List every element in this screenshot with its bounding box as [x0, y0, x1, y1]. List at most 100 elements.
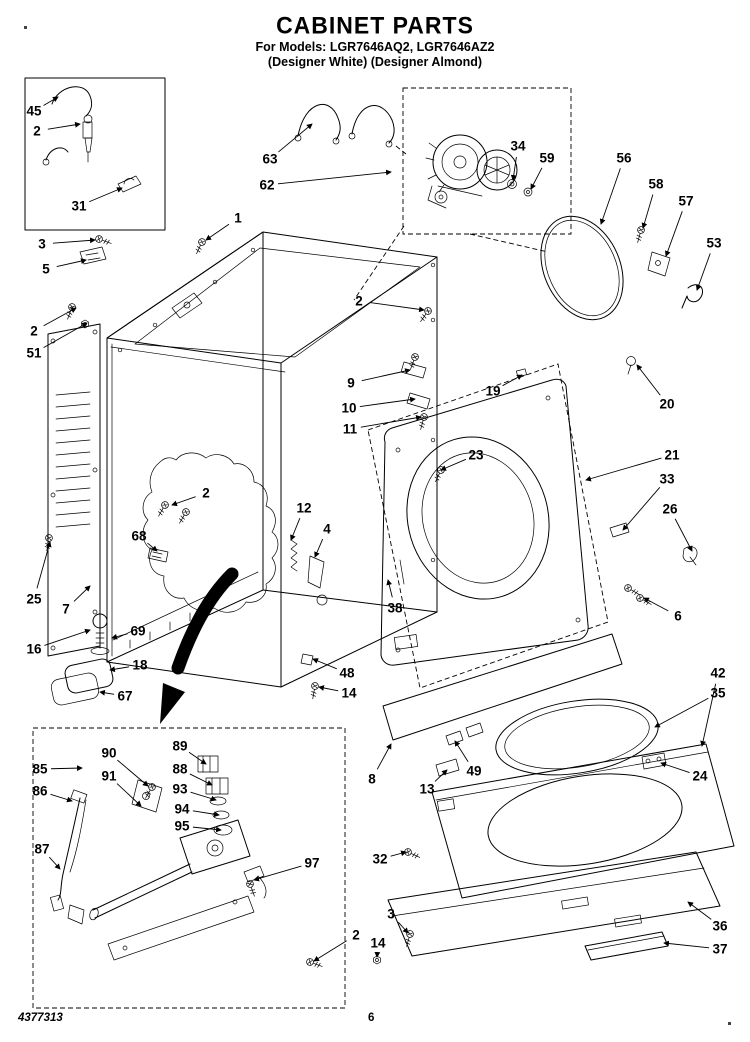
callout-label: 19 — [485, 384, 500, 399]
callout-leader — [585, 457, 662, 482]
callout-label: 86 — [32, 784, 48, 799]
document-number: 4377313 — [18, 1012, 63, 1024]
callout-leader — [73, 585, 91, 602]
callout-leader — [700, 683, 717, 747]
callout-label: 59 — [539, 151, 554, 166]
callout-label: 93 — [172, 782, 188, 797]
callout-leader — [190, 791, 217, 802]
callout-label: 38 — [387, 601, 403, 616]
cabinet-interior-parts — [142, 452, 328, 700]
callout-leader — [361, 368, 411, 382]
callout-label: 2 — [202, 486, 210, 501]
callout-label: 26 — [662, 502, 678, 517]
callout-leader — [88, 187, 123, 203]
callout-label: 87 — [34, 842, 49, 857]
callout-leader — [360, 414, 422, 428]
callout-label: 21 — [664, 448, 680, 463]
callout-leader — [664, 211, 683, 257]
lower-access-panel — [373, 633, 623, 965]
callout-leader — [116, 783, 142, 807]
callout-leader — [386, 579, 393, 598]
callout-label: 6 — [674, 609, 682, 624]
callout-label: 97 — [304, 856, 319, 871]
cabinet-wireframe — [106, 231, 438, 688]
callout-label: 18 — [132, 658, 148, 673]
callout-leader — [674, 518, 693, 552]
callout-leader — [510, 156, 517, 181]
callout-leader — [50, 793, 73, 803]
callout-leader — [171, 496, 196, 507]
callout-label: 8 — [368, 772, 376, 787]
drive-belt — [540, 215, 624, 321]
callout-label: 62 — [259, 178, 274, 193]
callout-leader — [44, 628, 91, 646]
upper-right-fasteners — [516, 225, 703, 378]
callout-label: 33 — [659, 472, 675, 487]
callout-label: 7 — [62, 602, 70, 617]
page-number: 6 — [368, 1012, 375, 1024]
callout-label: 5 — [42, 262, 50, 277]
print-mark — [728, 1022, 731, 1025]
callout-label: 2 — [30, 324, 38, 339]
callout-leader — [117, 759, 149, 787]
callout-leader — [52, 237, 96, 244]
callout-leader — [376, 743, 392, 770]
callout-leader — [654, 697, 709, 728]
callout-leader — [43, 96, 59, 106]
callout-label: 51 — [26, 346, 42, 361]
callout-leader — [695, 253, 711, 291]
callout-leader — [643, 597, 669, 612]
callout-leader — [43, 307, 77, 327]
callout-leader — [636, 364, 661, 396]
callout-leader — [359, 396, 416, 407]
callout-label: 32 — [372, 852, 387, 867]
callout-leader — [599, 168, 621, 225]
motor-assembly-inset — [353, 87, 572, 301]
callout-label: 42 — [710, 666, 725, 681]
callout-label: 45 — [26, 104, 42, 119]
callout-label: 31 — [71, 199, 87, 214]
callout-leader — [188, 751, 207, 765]
callout-label: 1 — [234, 211, 242, 226]
callout-label: 14 — [370, 936, 386, 951]
callout-label: 49 — [466, 764, 481, 779]
callout-leader — [660, 761, 690, 773]
callout-leader — [36, 541, 52, 589]
callout-label: 37 — [712, 942, 727, 957]
reference-arrow — [160, 567, 239, 724]
callout-leader — [369, 302, 425, 313]
callout-label: 16 — [26, 642, 42, 657]
callout-leader — [314, 538, 324, 558]
inlet-hose-inset — [24, 77, 166, 231]
callout-leader — [313, 940, 347, 962]
callout-label: 90 — [101, 746, 116, 761]
callout-label: 67 — [117, 689, 132, 704]
callout-label: 13 — [419, 782, 435, 797]
callout-leader — [56, 258, 87, 268]
callout-leader — [687, 901, 712, 920]
callout-label: 58 — [648, 177, 664, 192]
callout-label: 34 — [510, 139, 526, 154]
callout-label: 57 — [678, 194, 693, 209]
callout-label: 24 — [692, 769, 708, 784]
finish-line: (Designer White) (Designer Almond) — [267, 54, 483, 69]
callout-leader — [390, 850, 407, 857]
callout-label: 11 — [343, 422, 358, 437]
callout-label: 36 — [712, 919, 728, 934]
print-mark — [24, 26, 27, 29]
toe-panel — [387, 851, 721, 961]
callout-leader — [189, 773, 213, 786]
callout-label: 2 — [355, 294, 363, 309]
callout-leader — [99, 689, 115, 696]
callout-label: 2 — [352, 928, 360, 943]
side-panel — [43, 323, 101, 657]
callout-leader — [205, 223, 230, 241]
callout-label: 35 — [710, 686, 726, 701]
callout-label: 95 — [174, 819, 190, 834]
callout-label: 85 — [32, 762, 48, 777]
callout-label: 56 — [616, 151, 632, 166]
upper-left-fasteners — [64, 234, 207, 329]
callout-label: 20 — [659, 397, 674, 412]
callout-leader — [43, 322, 88, 348]
